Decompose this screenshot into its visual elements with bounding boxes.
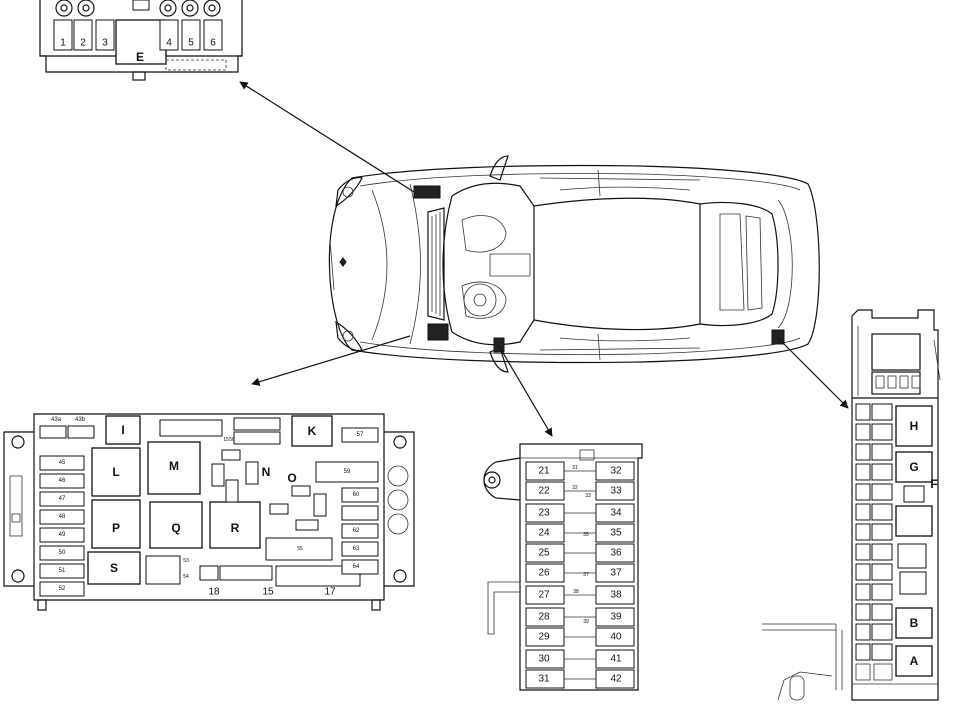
relay-label: M xyxy=(169,459,179,473)
center-right-fuse-label: 36 xyxy=(610,548,622,559)
center-right-fuse-label: 39 xyxy=(610,612,622,623)
left-top-label: 43a xyxy=(51,417,62,423)
relay-label: N xyxy=(262,465,271,479)
center-right-fuse-label: 33 xyxy=(610,486,622,497)
small-label: 56 xyxy=(229,437,235,443)
center-left-fuse-label: 25 xyxy=(538,548,550,559)
center-right-fuse-label: 40 xyxy=(610,632,622,643)
top-slot-label: 4 xyxy=(166,38,172,49)
top-relay-label: E xyxy=(136,50,144,64)
right-relay-label: H xyxy=(910,419,919,433)
top-slot-label: 2 xyxy=(80,38,86,49)
center-right-fuse-label: 37 xyxy=(610,568,622,579)
right-relay-label: B xyxy=(910,616,919,630)
center-left-fuse-label: 28 xyxy=(538,612,550,623)
right-fuse-label: 62 xyxy=(353,528,360,534)
center-left-fuse-label: 27 xyxy=(538,590,550,601)
center-mid-label: 33 xyxy=(585,493,591,499)
right-fuse-label: 59 xyxy=(344,469,351,475)
bottom-label: 17 xyxy=(324,587,336,598)
left-fuse-label: 51 xyxy=(59,568,66,574)
center-right-fuse-label: 32 xyxy=(610,466,622,477)
center-mid-label: 31 xyxy=(572,465,578,471)
top-fuse-box: 1 2 3 4 5 6 E xyxy=(39,0,243,81)
center-left-fuse-label: 30 xyxy=(538,654,550,665)
small-label: 15 xyxy=(223,437,229,443)
relay-label: S xyxy=(110,561,118,575)
center-left-fuse-label: 22 xyxy=(538,486,550,497)
right-fuse-box: H G F B A xyxy=(762,309,941,701)
right-fuse-label: 57 xyxy=(357,432,364,438)
small-label: 54 xyxy=(183,574,189,580)
center-mid-label: 37 xyxy=(583,572,589,578)
left-fuse-box: 43a 43b 45 46 47 48 49 50 51 52 I K L M … xyxy=(3,413,415,611)
left-fuse-label: 47 xyxy=(59,496,66,502)
center-fuse-box: 21 22 23 24 25 26 27 28 29 30 31 32 33 3… xyxy=(483,443,643,691)
right-relay-label: A xyxy=(910,654,919,668)
top-box-slots: 1 2 3 4 5 6 xyxy=(53,19,223,51)
center-right-fuse-label: 41 xyxy=(610,654,622,665)
relay-label: P xyxy=(112,521,120,535)
left-fuse-label: 52 xyxy=(59,586,66,592)
right-fuse-label: 64 xyxy=(353,564,360,570)
left-fuse-label: 49 xyxy=(59,532,66,538)
top-slot-label: 5 xyxy=(188,38,194,49)
relay-label: Q xyxy=(171,521,180,535)
relay-label: O xyxy=(287,471,296,485)
center-right-fuse-label: 35 xyxy=(610,528,622,539)
right-relay-label: F xyxy=(930,477,937,491)
right-fuse-label: 63 xyxy=(353,546,360,552)
center-right-fuse-label: 34 xyxy=(610,508,622,519)
center-left-fuse-label: 23 xyxy=(538,508,550,519)
center-mid-label: 39 xyxy=(583,619,589,625)
left-fuse-label: 46 xyxy=(59,478,66,484)
car-top-view xyxy=(328,155,820,373)
right-box-fuse-stack xyxy=(855,403,893,661)
center-mid-label: 38 xyxy=(573,589,579,595)
center-left-fuse-label: 31 xyxy=(538,674,550,685)
center-left-fuse-label: 21 xyxy=(538,466,550,477)
center-mid-label: 32 xyxy=(572,485,578,491)
bottom-label: 18 xyxy=(208,587,220,598)
right-fuse-label: 60 xyxy=(353,492,360,498)
top-slot-label: 1 xyxy=(60,38,66,49)
left-fuse-label: 45 xyxy=(59,460,66,466)
relay-label: I xyxy=(121,423,124,437)
left-fuse-label: 48 xyxy=(59,514,66,520)
small-label: 53 xyxy=(183,558,189,564)
relay-label: R xyxy=(231,521,240,535)
relay-label: L xyxy=(112,465,119,479)
center-right-fuse-label: 38 xyxy=(610,590,622,601)
top-slot-label: 3 xyxy=(102,38,108,49)
center-left-fuse-label: 26 xyxy=(538,568,550,579)
top-box-terminals xyxy=(55,0,221,17)
center-left-fuse-label: 29 xyxy=(538,632,550,643)
center-right-fuse-label: 42 xyxy=(610,674,622,685)
relay-label: K xyxy=(308,424,317,438)
small-label: 55 xyxy=(297,546,303,552)
left-top-label: 43b xyxy=(75,417,86,423)
bottom-label: 15 xyxy=(262,587,274,598)
center-left-fuse-label: 24 xyxy=(538,528,550,539)
location-arrows xyxy=(239,81,849,437)
right-relay-label: G xyxy=(909,460,918,474)
top-slot-label: 6 xyxy=(210,38,216,49)
left-fuse-label: 50 xyxy=(59,550,66,556)
center-mid-label: 35 xyxy=(583,532,589,538)
